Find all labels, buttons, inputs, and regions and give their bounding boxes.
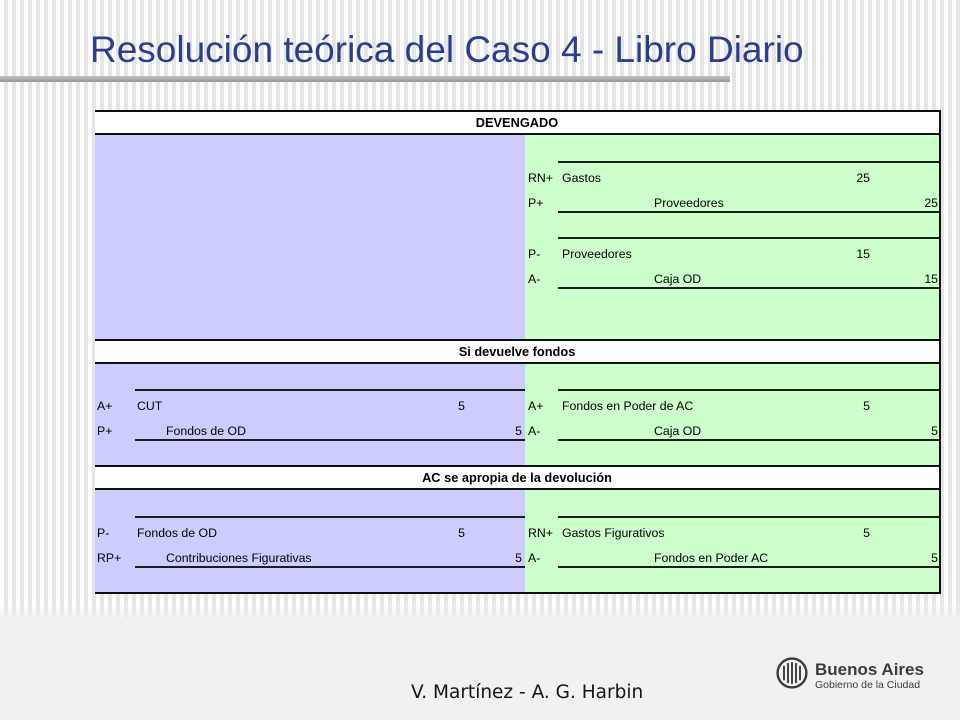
debit-amount: 5 <box>458 399 465 413</box>
credit-amount: 5 <box>515 551 522 565</box>
entry-rule-top <box>135 516 525 518</box>
account-name: Gastos <box>562 171 601 185</box>
section-heading: DEVENGADO <box>95 110 939 135</box>
account-code: RN+ <box>528 526 553 540</box>
section-heading: Si devuelve fondos <box>95 339 939 364</box>
entry-line: P- Fondos de OD 5 <box>95 521 525 545</box>
left-panel <box>95 364 525 465</box>
entry-line: P- Proveedores 15 <box>526 242 940 266</box>
account-name: Fondos en Poder AC <box>654 551 769 565</box>
entry-rule-top <box>558 516 940 518</box>
entry-rule-top <box>558 237 940 239</box>
entry-line: RN+ Gastos 25 <box>526 166 940 190</box>
footer-authors: V. Martínez - A. G. Harbin <box>411 682 644 703</box>
journal-entry: A+ CUT 5 P+ Fondos de OD 5 <box>95 389 525 443</box>
journal-entry: RN+ Gastos Figurativos 5 A- Fondos en Po… <box>526 516 940 570</box>
title-underline <box>0 76 730 82</box>
entry-line: A- Fondos en Poder AC 5 <box>526 546 940 570</box>
account-name: Caja OD <box>654 424 702 438</box>
entry-line: RN+ Gastos Figurativos 5 <box>526 521 940 545</box>
entry-line: P+ Fondos de OD 5 <box>95 419 525 443</box>
entry-rule-top <box>558 161 940 163</box>
slide-title: Resolución teórica del Caso 4 - Libro Di… <box>90 29 804 70</box>
account-code: A- <box>528 424 541 438</box>
entry-rule-bottom <box>558 439 940 441</box>
account-name: Fondos de OD <box>166 424 246 438</box>
debit-amount: 25 <box>856 171 870 185</box>
table-border-bottom <box>95 592 941 594</box>
section-band <box>95 364 939 465</box>
debit-amount: 5 <box>458 526 465 540</box>
entry-rule-bottom <box>558 211 940 213</box>
account-name: Gastos Figurativos <box>562 526 665 540</box>
account-name: Fondos en Poder de AC <box>562 399 694 413</box>
entry-line: A- Caja OD 5 <box>526 419 940 443</box>
credit-amount: 5 <box>931 551 938 565</box>
debit-amount: 5 <box>863 526 870 540</box>
left-panel <box>95 135 525 339</box>
account-code: A- <box>528 272 541 286</box>
credit-amount: 15 <box>924 272 938 286</box>
account-code: P+ <box>528 196 544 210</box>
account-code: A+ <box>97 399 113 413</box>
debit-amount: 15 <box>856 247 870 261</box>
account-code: A- <box>528 551 541 565</box>
account-code: A+ <box>528 399 544 413</box>
entry-line: A+ Fondos en Poder de AC 5 <box>526 394 940 418</box>
entry-rule-top <box>135 389 525 391</box>
entry-rule-bottom <box>558 566 940 568</box>
credit-amount: 5 <box>515 424 522 438</box>
account-code: RN+ <box>528 171 553 185</box>
entry-line: A- Caja OD 15 <box>526 267 940 291</box>
logo-name: Buenos Aires <box>815 660 924 679</box>
account-name: CUT <box>137 399 163 413</box>
left-panel <box>95 490 525 593</box>
background-fade <box>0 604 960 620</box>
logo-subtitle: Gobierno de la Ciudad <box>815 679 921 691</box>
entry-line: A+ CUT 5 <box>95 394 525 418</box>
right-panel <box>525 490 939 593</box>
entry-rule-bottom <box>558 287 940 289</box>
debit-amount: 5 <box>863 399 870 413</box>
account-code: P+ <box>97 424 113 438</box>
table-border-right <box>939 110 941 594</box>
entry-line: P+ Proveedores 25 <box>526 191 940 215</box>
section-band <box>95 490 939 593</box>
entry-rule-bottom <box>135 566 525 568</box>
account-name: Proveedores <box>654 196 724 210</box>
account-name: Proveedores <box>562 247 632 261</box>
credit-amount: 5 <box>931 424 938 438</box>
journal-entry: P- Proveedores 15 A- Caja OD 15 <box>526 237 940 291</box>
account-code: P- <box>97 526 110 540</box>
right-panel <box>525 364 939 465</box>
ledger-table: DEVENGADO RN+ Gastos 25 P+ Proveedores 2… <box>95 110 941 594</box>
credit-amount: 25 <box>924 196 938 210</box>
account-name: Contribuciones Figurativas <box>166 551 312 565</box>
journal-entry: P- Fondos de OD 5 RP+ Contribuciones Fig… <box>95 516 525 570</box>
section-heading: AC se apropia de la devolución <box>95 465 939 490</box>
journal-entry: RN+ Gastos 25 P+ Proveedores 25 <box>526 161 940 215</box>
entry-rule-bottom <box>135 439 525 441</box>
entry-line: RP+ Contribuciones Figurativas 5 <box>95 546 525 570</box>
journal-entry: A+ Fondos en Poder de AC 5 A- Caja OD 5 <box>526 389 940 443</box>
account-code: P- <box>528 247 541 261</box>
buenos-aires-logo: Buenos Aires Gobierno de la Ciudad <box>774 654 934 694</box>
account-name: Fondos de OD <box>137 526 217 540</box>
account-name: Caja OD <box>654 272 702 286</box>
entry-rule-top <box>558 389 940 391</box>
buenos-aires-emblem-icon <box>776 657 808 689</box>
emblem-ring <box>776 657 808 689</box>
account-code: RP+ <box>97 551 122 565</box>
